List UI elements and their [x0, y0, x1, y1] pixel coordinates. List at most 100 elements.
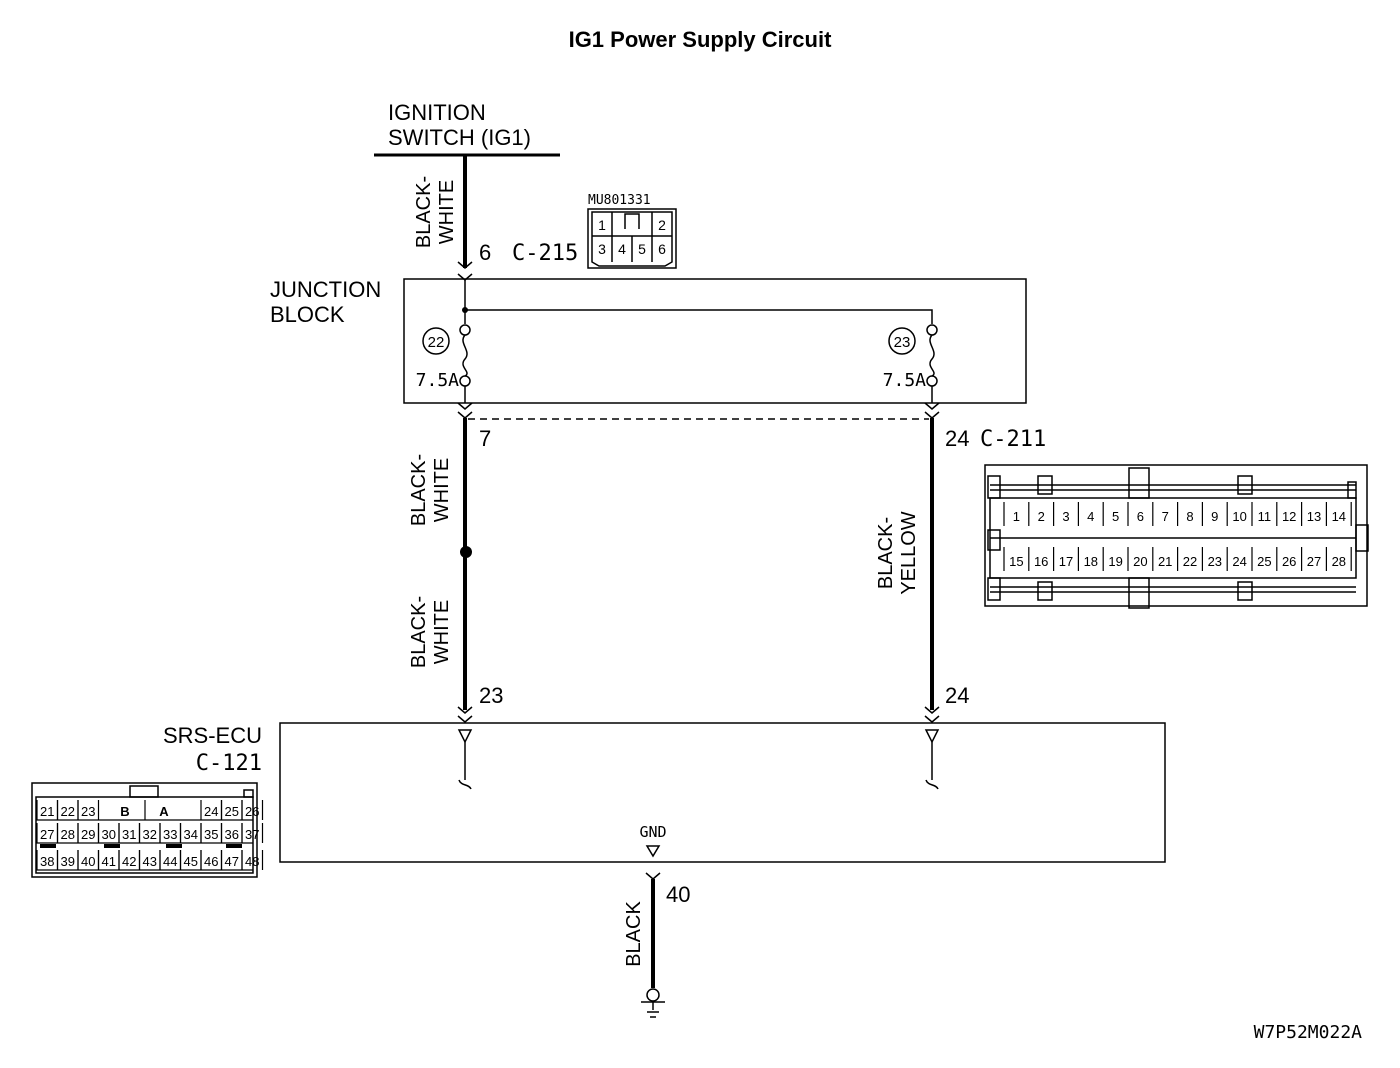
c211-pin: 22: [1183, 554, 1197, 569]
c211-pin: 6: [1137, 509, 1144, 524]
splice-point: [460, 546, 472, 558]
fuse-22-number-ring: [422, 327, 450, 355]
c211-pin: 21: [1158, 554, 1172, 569]
fuse-22-number: 22: [428, 334, 445, 351]
pin-gnd: 40: [666, 882, 690, 907]
c121-pin: 40: [81, 854, 95, 869]
c211-pin: 4: [1087, 509, 1094, 524]
c121-pin: 23: [81, 804, 95, 819]
c121-pin: 34: [184, 827, 198, 842]
c211-pin: 3: [1062, 509, 1069, 524]
svg-text:BLACK-: BLACK-: [413, 176, 435, 248]
ignition-switch-label-line1: IGNITION: [388, 100, 486, 125]
c211-pin: 15: [1009, 554, 1023, 569]
c211-pin: 19: [1108, 554, 1122, 569]
diagram-title: IG1 Power Supply Circuit: [569, 27, 833, 52]
c121-pin: 43: [143, 854, 157, 869]
ignition-switch: IGNITION SWITCH (IG1): [374, 100, 560, 157]
c211-pin: 10: [1232, 509, 1246, 524]
c121-pin: 45: [184, 854, 198, 869]
srs-ecu-connector-label: C-121: [196, 751, 262, 776]
c215-pin-6: 6: [658, 241, 666, 257]
wire-color-label-splice-ecu: BLACK- WHITE: [408, 596, 453, 668]
c215-pin-5: 5: [638, 241, 646, 257]
ground-icon: [641, 988, 665, 1018]
c211-pin: 11: [1258, 509, 1272, 524]
c121-key-b: B: [120, 804, 129, 819]
c121-pin: 35: [204, 827, 218, 842]
connector-c211-label: C-211: [980, 427, 1046, 452]
junction-block-label-line1: JUNCTION: [270, 277, 381, 302]
figure-code: W7P52M022A: [1254, 1022, 1363, 1043]
svg-text:YELLOW: YELLOW: [898, 511, 920, 594]
c215-pin-1: 1: [598, 217, 606, 233]
c121-pin: 22: [61, 804, 75, 819]
c121-pin: 48: [245, 854, 259, 869]
pin-jb-out-left: 7: [479, 426, 491, 451]
terminal-c215: [457, 261, 473, 269]
pin-c211: 24: [945, 426, 969, 451]
c121-pin: 32: [143, 827, 157, 842]
c211-pin: 12: [1282, 509, 1296, 524]
c121-pin: 42: [122, 854, 136, 869]
c121-pin: 39: [61, 854, 75, 869]
pin-ecu-right: 24: [945, 683, 969, 708]
wire-color-label-ig: BLACK- WHITE: [413, 176, 458, 248]
wire-color-label-jb-splice: BLACK- WHITE: [408, 454, 453, 526]
srs-ecu-label: SRS-ECU: [163, 723, 262, 748]
gnd-symbol: [645, 845, 661, 858]
c215-pin-2: 2: [658, 217, 666, 233]
c121-pin: 41: [102, 854, 116, 869]
c211-pin: 14: [1332, 509, 1346, 524]
c215-pin-4: 4: [618, 241, 626, 257]
pin-c215: 6: [479, 240, 491, 265]
junction-block-outline: [403, 278, 1027, 404]
c121-pin: 38: [40, 854, 54, 869]
c211-pin: 9: [1211, 509, 1218, 524]
c211-pin: 20: [1133, 554, 1147, 569]
wire-color-label-c211: BLACK- YELLOW: [875, 511, 920, 594]
pin-ecu-left: 23: [479, 683, 503, 708]
svg-text:WHITE: WHITE: [431, 600, 453, 664]
c121-pin: 26: [245, 804, 259, 819]
c211-pin: 25: [1257, 554, 1271, 569]
c211-pin: 28: [1332, 554, 1346, 569]
c211-pin: 23: [1208, 554, 1222, 569]
c215-pin-3: 3: [598, 241, 606, 257]
fuse-23: 23 7.5A: [883, 324, 938, 403]
gnd-label: GND: [639, 823, 666, 841]
c121-pin: 36: [225, 827, 239, 842]
c211-pin: 26: [1282, 554, 1296, 569]
svg-text:WHITE: WHITE: [431, 458, 453, 522]
junction-block: JUNCTION BLOCK 22 7.5A 23 7.5A: [270, 277, 1027, 404]
c121-pin: 44: [163, 854, 177, 869]
srs-ecu-outline: [279, 722, 1166, 863]
c211-pin: 1: [1013, 509, 1020, 524]
c121-pin: 37: [245, 827, 259, 842]
svg-text:BLACK-: BLACK-: [408, 454, 430, 526]
c121-pin: 46: [204, 854, 218, 869]
srs-ecu: SRS-ECU C-121 GND: [163, 722, 1166, 863]
c211-pin: 17: [1059, 554, 1073, 569]
c121-pin: 27: [40, 827, 54, 842]
c121-pin: 28: [61, 827, 75, 842]
c211-pin: 7: [1162, 509, 1169, 524]
svg-text:BLACK-: BLACK-: [408, 596, 430, 668]
c121-pin: 29: [81, 827, 95, 842]
c211-pin: 2: [1038, 509, 1045, 524]
c211-pin: 27: [1307, 554, 1321, 569]
fuse-23-number-ring: [888, 327, 916, 355]
fuse-23-number: 23: [894, 334, 911, 351]
wire-color-label-ground: BLACK: [623, 901, 645, 967]
c211-pin: 5: [1112, 509, 1119, 524]
fuse-22-rating: 7.5A: [416, 370, 460, 391]
connector-c215-part-number: MU801331: [588, 193, 651, 208]
c121-pin: 30: [102, 827, 116, 842]
c121-pin: 25: [225, 804, 239, 819]
svg-text:BLACK-: BLACK-: [875, 517, 897, 589]
c121-pin: 33: [163, 827, 177, 842]
c121-pin: 31: [122, 827, 136, 842]
